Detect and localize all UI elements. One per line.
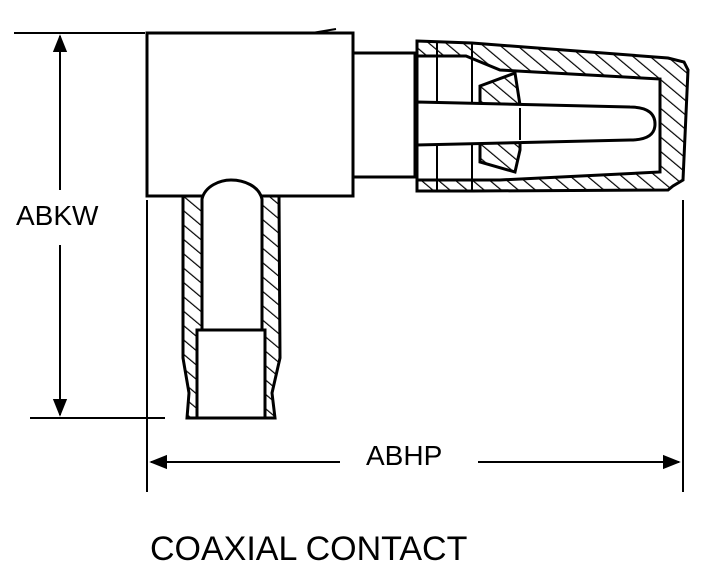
dimension-vertical: ABKW <box>14 32 165 419</box>
dimension-label-abhp: ABHP <box>366 440 442 471</box>
tail-sleeve <box>181 178 282 420</box>
main-housing <box>145 31 355 198</box>
contact-body <box>145 28 417 198</box>
center-pin <box>415 100 657 147</box>
tail-inner-sleeve <box>195 328 267 420</box>
caption: COAXIAL CONTACT <box>150 530 467 568</box>
tail-bore <box>200 178 264 332</box>
neck <box>351 51 417 179</box>
dimension-label-abkw: ABKW <box>16 200 99 231</box>
dimension-horizontal: ABHP <box>146 200 684 492</box>
front-coupling <box>415 39 690 193</box>
housing-tab <box>311 28 337 34</box>
